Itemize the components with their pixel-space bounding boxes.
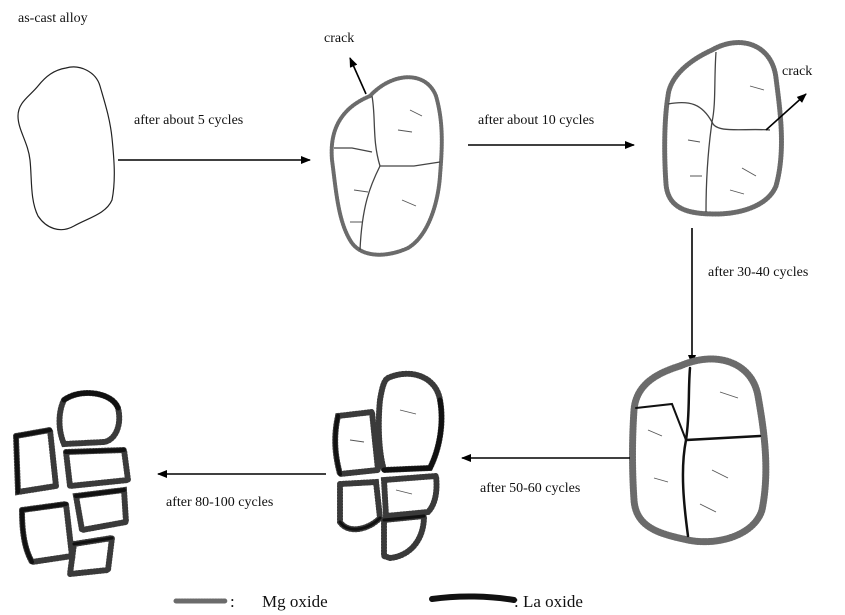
- step-80-100-label: after 80-100 cycles: [166, 495, 273, 510]
- legend-mg-label: Mg oxide: [262, 592, 328, 611]
- step-30-40-label: after 30-40 cycles: [708, 265, 808, 280]
- particle-stage-5: [332, 77, 442, 254]
- crack-label-2: crack: [782, 64, 812, 79]
- crack-pointer-2: [766, 94, 806, 130]
- particle-stage-10: [665, 43, 782, 214]
- particle-stage-30-40: [633, 359, 766, 542]
- as-cast-label: as-cast alloy: [18, 11, 88, 26]
- particle-stage-50-60: [335, 374, 441, 558]
- legend-la-label: : La oxide: [514, 592, 583, 611]
- step-5-label: after about 5 cycles: [134, 113, 243, 128]
- legend: : Mg oxide : La oxide: [176, 592, 583, 611]
- step-50-60-label: after 50-60 cycles: [480, 481, 580, 496]
- crack-label-1: crack: [324, 31, 354, 46]
- legend-mg-separator: :: [230, 592, 235, 611]
- as-cast-particle: [18, 67, 114, 230]
- particle-stage-80-100: [16, 393, 128, 574]
- crack-pointer-1: [350, 58, 366, 94]
- step-10-label: after about 10 cycles: [478, 113, 594, 128]
- legend-la-swatch: [432, 596, 514, 600]
